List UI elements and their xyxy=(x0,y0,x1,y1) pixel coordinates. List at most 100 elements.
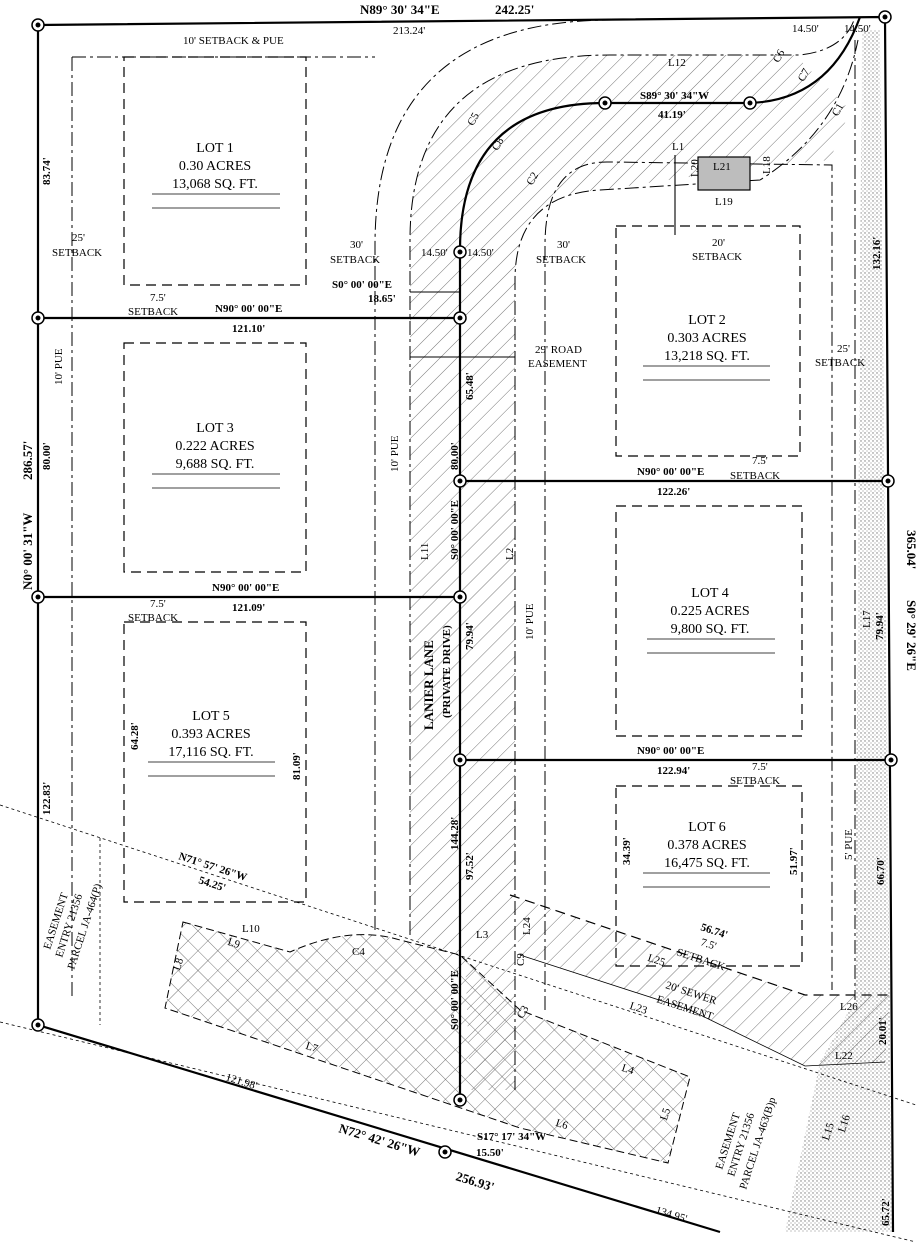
svg-text:L22: L22 xyxy=(835,1050,853,1062)
south-segment-a: 121.98' xyxy=(224,1071,258,1092)
s0-bearing: S0° 00' 00"E xyxy=(332,279,392,291)
setback25-w: 25' xyxy=(72,232,85,244)
dim-12283: 122.83' xyxy=(41,782,53,815)
existing-easement-line xyxy=(0,804,916,1106)
road-centerline xyxy=(458,16,862,1100)
svg-text:L4: L4 xyxy=(620,1062,636,1077)
setback-word-w: SETBACK xyxy=(52,247,102,259)
road-sub: (PRIVATE DRIVE) xyxy=(441,625,453,718)
svg-text:13,218 SQ. FT.: 13,218 SQ. FT. xyxy=(664,349,750,364)
svg-text:L24: L24 xyxy=(521,917,533,935)
south-bearing: N72° 42' 26"W xyxy=(337,1121,422,1160)
south-distance: 256.93' xyxy=(454,1169,496,1195)
svg-text:L19: L19 xyxy=(715,196,733,208)
svg-text:L18: L18 xyxy=(761,156,773,174)
svg-text:L9: L9 xyxy=(226,936,242,951)
setback25-e: 25' xyxy=(837,343,850,355)
road-easement-b: EASEMENT xyxy=(528,358,587,370)
setback-box-lot1 xyxy=(123,56,307,286)
setback30-b: 30' xyxy=(557,239,570,251)
svg-text:0.225 ACRES: 0.225 ACRES xyxy=(670,604,749,619)
sewer-easement-outline-2 xyxy=(519,954,886,1067)
dim-8000b: 80.00' xyxy=(449,442,461,470)
lot-line-1-dist: 121.10' xyxy=(232,323,265,335)
setback75-5: 7.5' xyxy=(699,936,718,952)
svg-text:17,116 SQ. FT.: 17,116 SQ. FT. xyxy=(168,745,253,760)
lot-line-3-dist: 122.26' xyxy=(657,486,690,498)
pue-west: 10' PUE xyxy=(53,348,65,385)
dim-6548: 65.48' xyxy=(464,372,476,400)
svg-text:L5: L5 xyxy=(658,1106,673,1122)
pue-mid-east: 10' PUE xyxy=(524,603,536,640)
s17-dist: 15.50' xyxy=(476,1147,504,1159)
lot-5-label: LOT 5 0.393 ACRES 17,116 SQ. FT. xyxy=(148,709,275,777)
lot-line-2-dist: 121.09' xyxy=(232,602,265,614)
svg-text:C9: C9 xyxy=(515,953,527,966)
setback-word-20: SETBACK xyxy=(692,251,742,263)
lot-2-label: LOT 2 0.303 ACRES 13,218 SQ. FT. xyxy=(643,313,770,381)
svg-text:C7: C7 xyxy=(796,66,813,84)
east-distance: 365.04' xyxy=(904,530,916,569)
setback75-1: 7.5' xyxy=(150,292,166,304)
svg-text:L7: L7 xyxy=(304,1040,320,1055)
setback-word-a: SETBACK xyxy=(330,254,380,266)
svg-text:C5: C5 xyxy=(465,110,482,128)
lot-line-4-dist: 122.94' xyxy=(657,765,690,777)
l21-box xyxy=(697,156,751,191)
lot-line-1-bearing: N90° 00' 00"E xyxy=(215,303,282,315)
svg-text:LOT 5: LOT 5 xyxy=(192,709,229,724)
monuments xyxy=(31,10,898,1159)
dim-14428: 144.28' xyxy=(449,817,461,850)
svg-text:0.393 ACRES: 0.393 ACRES xyxy=(171,727,250,742)
lot-1-label: LOT 1 0.30 ACRES 13,068 SQ. FT. xyxy=(152,141,280,209)
setback-box-lot4 xyxy=(615,505,803,737)
svg-text:C1: C1 xyxy=(830,101,847,118)
svg-text:LOT 6: LOT 6 xyxy=(688,820,725,835)
east-strip xyxy=(785,30,892,1232)
setback-word-75-2: SETBACK xyxy=(128,612,178,624)
lot-line-3-bearing: N90° 00' 00"E xyxy=(637,466,704,478)
svg-text:L2: L2 xyxy=(504,548,516,560)
svg-text:C3: C3 xyxy=(515,1003,532,1021)
svg-text:L26: L26 xyxy=(840,1001,858,1013)
north-bearing: N89° 30' 34"E xyxy=(360,2,440,17)
dim-8374: 83.74' xyxy=(41,157,53,185)
svg-text:0.303 ACRES: 0.303 ACRES xyxy=(667,331,746,346)
dim-s0-road-2: S0° 00' 00"E xyxy=(449,970,461,1030)
setback-word-75-3: SETBACK xyxy=(730,470,780,482)
svg-text:L17: L17 xyxy=(861,610,873,628)
setback-word-75-4: SETBACK xyxy=(730,775,780,787)
s89-dist: 41.19' xyxy=(658,109,686,121)
setback75-2: 7.5' xyxy=(150,598,166,610)
svg-text:LOT 1: LOT 1 xyxy=(196,141,233,156)
setback-box-lot6 xyxy=(615,785,803,967)
setback-box-lot5 xyxy=(123,621,307,903)
svg-text:L1: L1 xyxy=(672,141,684,153)
dim-6572: 65.72' xyxy=(880,1198,892,1226)
pue-east: 5' PUE xyxy=(843,829,855,860)
svg-text:LOT 4: LOT 4 xyxy=(691,586,728,601)
svg-text:L11: L11 xyxy=(419,543,431,560)
svg-text:16,475 SQ. FT.: 16,475 SQ. FT. xyxy=(664,856,750,871)
svg-text:13,068 SQ. FT.: 13,068 SQ. FT. xyxy=(172,177,258,192)
lot-4-label: LOT 4 0.225 ACRES 9,800 SQ. FT. xyxy=(647,586,775,654)
lot-line-2-bearing: N90° 00' 00"E xyxy=(212,582,279,594)
sewer-easement-hatch xyxy=(510,895,890,1066)
svg-text:L20: L20 xyxy=(689,159,701,177)
svg-text:0.378 ACRES: 0.378 ACRES xyxy=(667,838,746,853)
svg-text:L10: L10 xyxy=(242,923,260,935)
svg-text:0.30 ACRES: 0.30 ACRES xyxy=(179,159,251,174)
curve-tags: C1 C2 C3 C4 C5 C6 C7 C8 C9 xyxy=(352,47,846,1021)
svg-text:9,800 SQ. FT.: 9,800 SQ. FT. xyxy=(671,622,750,637)
setback30-a: 30' xyxy=(350,239,363,251)
lot-line-4-bearing: N90° 00' 00"E xyxy=(637,745,704,757)
west-bearing: N0° 00' 31"W xyxy=(20,513,35,590)
pue-curve-west xyxy=(374,19,613,930)
dim-8109: 81.09' xyxy=(291,752,303,780)
svg-text:C4: C4 xyxy=(352,946,365,958)
svg-text:L16: L16 xyxy=(836,1113,853,1134)
w1450-c: 14.50' xyxy=(792,23,819,35)
svg-text:C2: C2 xyxy=(524,170,541,187)
north-segment: 213.24' xyxy=(393,25,425,37)
